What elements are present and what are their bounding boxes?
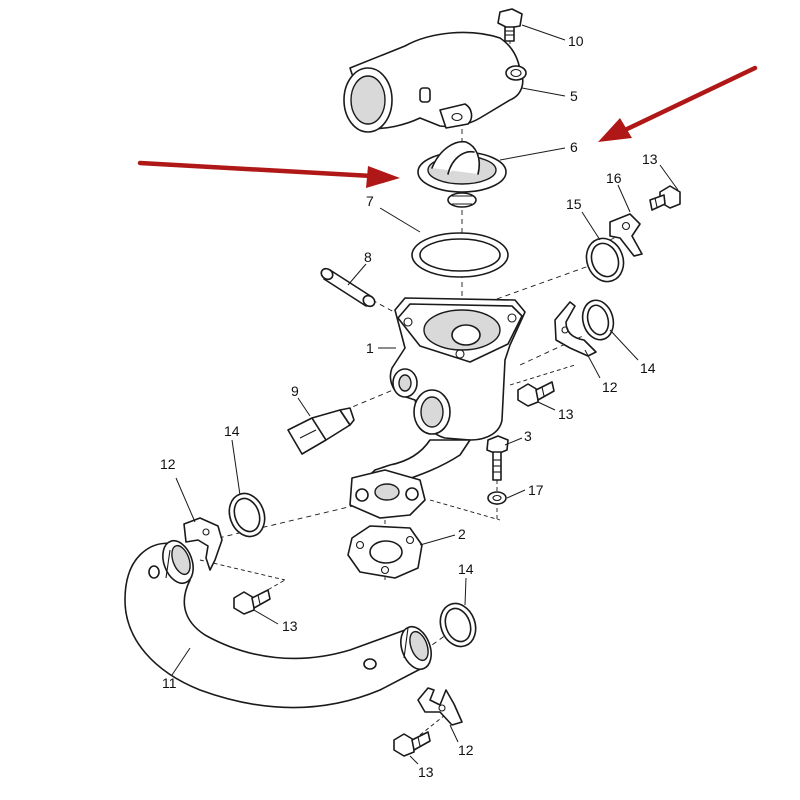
part-16-clip (609, 213, 643, 257)
callout-14: 14 (458, 561, 474, 577)
part-6-thermostat (417, 140, 507, 208)
callout-2: 2 (458, 526, 466, 542)
part-3-bolt (486, 435, 509, 481)
part-9-sensor (287, 407, 355, 455)
callout-9: 9 (291, 383, 299, 399)
part-13-bolt-mid (517, 381, 555, 407)
callout-17: 17 (528, 482, 544, 498)
callout-labels: 10 5 6 13 16 15 7 8 1 14 12 13 9 3 14 12… (160, 33, 658, 780)
callout-12: 12 (602, 379, 618, 395)
callout-8: 8 (364, 249, 372, 265)
callout-13: 13 (282, 618, 298, 634)
part-2-gasket (347, 525, 423, 579)
part-17-washer (487, 491, 507, 505)
leader-lines (171, 24, 679, 765)
callout-13: 13 (642, 151, 658, 167)
part-11-pipe (124, 539, 432, 709)
callout-13: 13 (558, 406, 574, 422)
callout-16: 16 (606, 170, 622, 186)
part-14-o-ring-left (228, 492, 266, 538)
callout-15: 15 (566, 196, 582, 212)
lower-flange (349, 469, 426, 519)
callout-7: 7 (366, 193, 374, 209)
callout-14: 14 (640, 360, 656, 376)
part-12-clip-left (183, 517, 223, 571)
callout-6: 6 (570, 139, 578, 155)
part-1-housing (364, 297, 526, 491)
part-7-seal (411, 232, 509, 278)
highlight-arrow-right (598, 65, 758, 142)
part-8-pin (320, 267, 376, 308)
callout-5: 5 (570, 88, 578, 104)
part-10-bolt (497, 8, 523, 42)
callout-12: 12 (458, 742, 474, 758)
callout-14: 14 (224, 423, 240, 439)
part-14-o-ring-lower (439, 602, 477, 648)
part-13-bolt-upper (649, 185, 681, 211)
highlight-arrow-left (137, 160, 400, 188)
callout-1: 1 (366, 340, 374, 356)
callout-12: 12 (160, 456, 176, 472)
callout-11: 11 (162, 675, 177, 691)
part-13-bolt-left (233, 589, 271, 615)
callout-13: 13 (418, 764, 434, 780)
part-14-o-ring-upper (581, 299, 615, 341)
callout-3: 3 (524, 428, 532, 444)
callout-10: 10 (568, 33, 584, 49)
part-5-outlet-elbow (343, 31, 527, 133)
part-13-bolt-bottom (393, 731, 431, 757)
part-15-o-ring (585, 237, 625, 283)
part-12-clip-bottom (417, 687, 463, 726)
